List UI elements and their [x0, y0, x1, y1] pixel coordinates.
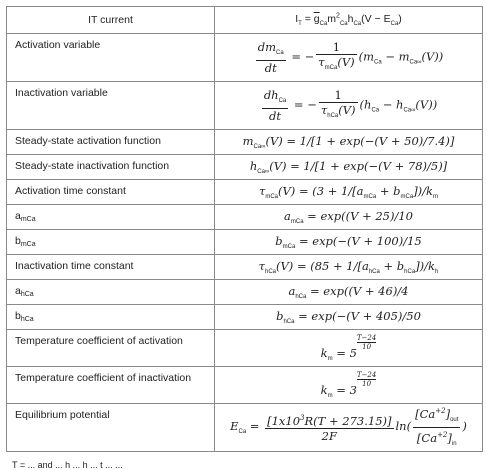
- table-row: Steady-state activation function mCa∞(V)…: [6, 129, 483, 155]
- table-row: amCa amCa = exp((V + 25)/10: [6, 204, 483, 230]
- row-formula: τmCa(V) = (3 + 1/[amCa + bmCa])/km: [214, 179, 483, 205]
- table-row: Activation time constant τmCa(V) = (3 + …: [6, 179, 483, 205]
- it-current-table: IT current IT = gCam2CahCa(V − ECa) Acti…: [6, 6, 483, 452]
- row-formula: bhCa = exp(−(V + 405)/50: [214, 304, 483, 330]
- row-label: Activation variable: [6, 33, 215, 82]
- header-label: IT current: [6, 6, 215, 34]
- table-row: Inactivation time constant τhCa(V) = (85…: [6, 254, 483, 280]
- row-label: Activation time constant: [6, 179, 215, 205]
- row-label: bhCa: [6, 304, 215, 330]
- row-formula: ahCa = exp((V + 46)/4: [214, 279, 483, 305]
- row-label: Temperature coefficient of inactivation: [6, 366, 215, 404]
- row-formula: bmCa = exp(−(V + 100)/15: [214, 229, 483, 255]
- table-row: bhCa bhCa = exp(−(V + 405)/50: [6, 304, 483, 330]
- row-label: Steady-state inactivation function: [6, 154, 215, 180]
- table-row: ahCa ahCa = exp((V + 46)/4: [6, 279, 483, 305]
- table-row: Steady-state inactivation function hCa∞(…: [6, 154, 483, 180]
- row-formula: τhCa(V) = (85 + 1/[ahCa + bhCa])/kh: [214, 254, 483, 280]
- row-label: Temperature coefficient of activation: [6, 329, 215, 367]
- row-label: Steady-state activation function: [6, 129, 215, 155]
- row-label: Equilibrium potential: [6, 403, 215, 452]
- table-header-row: IT current IT = gCam2CahCa(V − ECa): [6, 6, 483, 34]
- footer-partial-text: T = ... and ... h ... h ... t ... ...: [12, 460, 123, 470]
- table-row: bmCa bmCa = exp(−(V + 100)/15: [6, 229, 483, 255]
- header-formula: IT = gCam2CahCa(V − ECa): [214, 6, 483, 34]
- table-row: Temperature coefficient of inactivation …: [6, 366, 483, 404]
- row-label: amCa: [6, 204, 215, 230]
- table-row: Equilibrium potential ECa = [1x103R(T + …: [6, 403, 483, 452]
- row-label: Inactivation time constant: [6, 254, 215, 280]
- row-formula: hCa∞(V) = 1/[1 + exp(−(V + 78)/5)]: [214, 154, 483, 180]
- row-label: bmCa: [6, 229, 215, 255]
- row-label: ahCa: [6, 279, 215, 305]
- table-row: Temperature coefficient of activation km…: [6, 329, 483, 367]
- row-formula: amCa = exp((V + 25)/10: [214, 204, 483, 230]
- row-label: Inactivation variable: [6, 81, 215, 130]
- row-formula: mCa∞(V) = 1/[1 + exp(−(V + 50)/7.4)]: [214, 129, 483, 155]
